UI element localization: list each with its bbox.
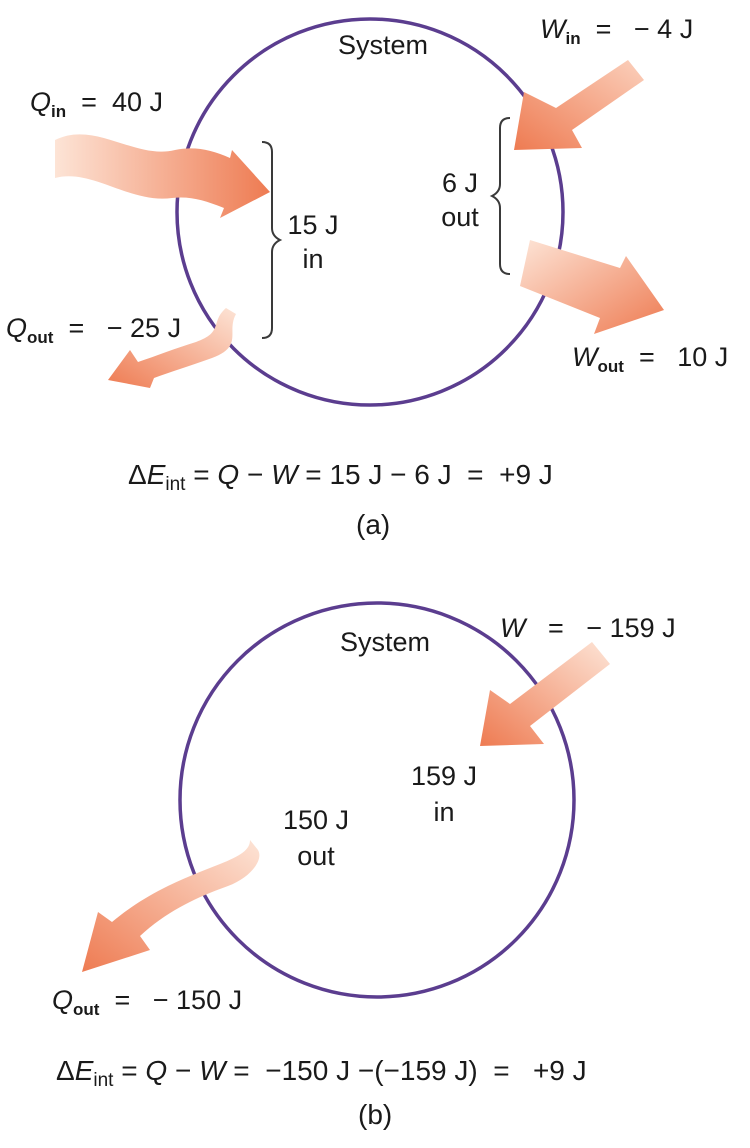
heat-out-arrow: [108, 308, 236, 388]
panel-a-drawing: [55, 17, 664, 407]
heat-out-label: Qout = − 25 J: [6, 313, 181, 353]
equation-heat: Q: [217, 459, 240, 490]
equation-work: W: [199, 1055, 226, 1086]
heat-symbol: Q: [30, 87, 52, 117]
panel-b-drawing: [82, 601, 610, 999]
energy-subscript: int: [93, 1070, 114, 1091]
system-boundary-circle: [178, 601, 576, 999]
equation-work: W: [271, 459, 298, 490]
heat-in-arrow: [55, 134, 270, 218]
work-in-subscript: in: [565, 29, 581, 48]
energy-equation: ΔEint = Q − W = −150 J −(−159 J) = +9 J: [56, 1056, 587, 1096]
work-symbol: W: [540, 14, 566, 44]
work-out-value: 10 J: [677, 342, 729, 372]
heat-out-value: − 25 J: [106, 313, 182, 343]
work-value: − 159 J: [586, 613, 676, 643]
energy-symbol: E: [74, 1055, 94, 1086]
heat-out-subscript: out: [73, 1000, 100, 1019]
equation-part-2: −: [167, 1055, 200, 1086]
work-out-label: Wout = 10 J: [572, 342, 728, 382]
equation-part-3: = 15 J − 6 J = +9 J: [297, 459, 553, 490]
work-net-label: 6 J out: [430, 166, 490, 234]
heat-out-arrow: [82, 840, 260, 972]
heat-out-label: Qout = − 150 J: [52, 985, 242, 1025]
work-net-amount: 159 J: [410, 761, 478, 791]
work-in-arrow: [514, 60, 644, 150]
heat-in-label: Qin = 40 J: [30, 87, 163, 127]
heat-net-brace: [261, 141, 283, 339]
equation-heat: Q: [145, 1055, 168, 1086]
equals-sign: =: [548, 613, 564, 643]
equals-sign: =: [81, 87, 97, 117]
heat-symbol: Q: [6, 313, 28, 343]
equals-sign: =: [638, 342, 655, 372]
work-in-label: Win = − 4 J: [540, 14, 693, 54]
work-label: W = − 159 J: [500, 613, 676, 643]
heat-net-label: 150 J out: [272, 802, 360, 874]
work-in-value: − 4 J: [633, 14, 694, 44]
work-in-arrow: [480, 642, 610, 746]
work-net-label: 159 J in: [402, 758, 486, 830]
panel-b: System W = − 159 J Qout = − 150 J 159 J …: [0, 560, 750, 1148]
equation-part-1: =: [185, 459, 218, 490]
heat-net-amount: 150 J: [282, 805, 350, 835]
work-symbol: W: [572, 342, 598, 372]
equals-sign: =: [114, 985, 131, 1015]
equation-part-3: = −150 J −(−159 J) = +9 J: [225, 1055, 587, 1086]
equals-sign: =: [68, 313, 85, 343]
delta-symbol: Δ: [128, 459, 147, 490]
energy-subscript: int: [165, 474, 186, 495]
heat-out-subscript: out: [27, 328, 54, 347]
heat-out-value: − 150 J: [152, 985, 243, 1015]
work-out-subscript: out: [597, 357, 624, 376]
heat-net-label: 15 J in: [282, 208, 344, 276]
heat-in-subscript: in: [51, 102, 67, 121]
energy-symbol: E: [146, 459, 166, 490]
delta-symbol: Δ: [56, 1055, 75, 1086]
panel-a: System Qin = 40 J Qout = − 25 J Win = − …: [0, 0, 750, 560]
work-symbol: W: [500, 613, 526, 643]
work-out-arrow: [520, 240, 664, 334]
energy-equation: ΔEint = Q − W = 15 J − 6 J = +9 J: [128, 460, 553, 500]
system-boundary-circle: [175, 17, 565, 407]
work-net-direction: in: [433, 797, 455, 827]
heat-symbol: Q: [52, 985, 74, 1015]
heat-net-direction: out: [297, 841, 335, 871]
heat-in-value: 40 J: [111, 87, 163, 117]
equals-sign: =: [595, 14, 612, 44]
work-net-direction: out: [441, 202, 479, 232]
equation-part-1: =: [113, 1055, 146, 1086]
caption-a: (a): [356, 509, 391, 540]
heat-net-amount: 15 J: [287, 210, 339, 240]
work-net-amount: 6 J: [441, 168, 479, 198]
system-label: System: [338, 30, 429, 60]
caption-b: (b): [358, 1099, 393, 1130]
work-net-brace: [489, 117, 511, 275]
system-label: System: [340, 627, 431, 657]
equation-part-2: −: [239, 459, 272, 490]
heat-net-direction: in: [302, 244, 324, 274]
